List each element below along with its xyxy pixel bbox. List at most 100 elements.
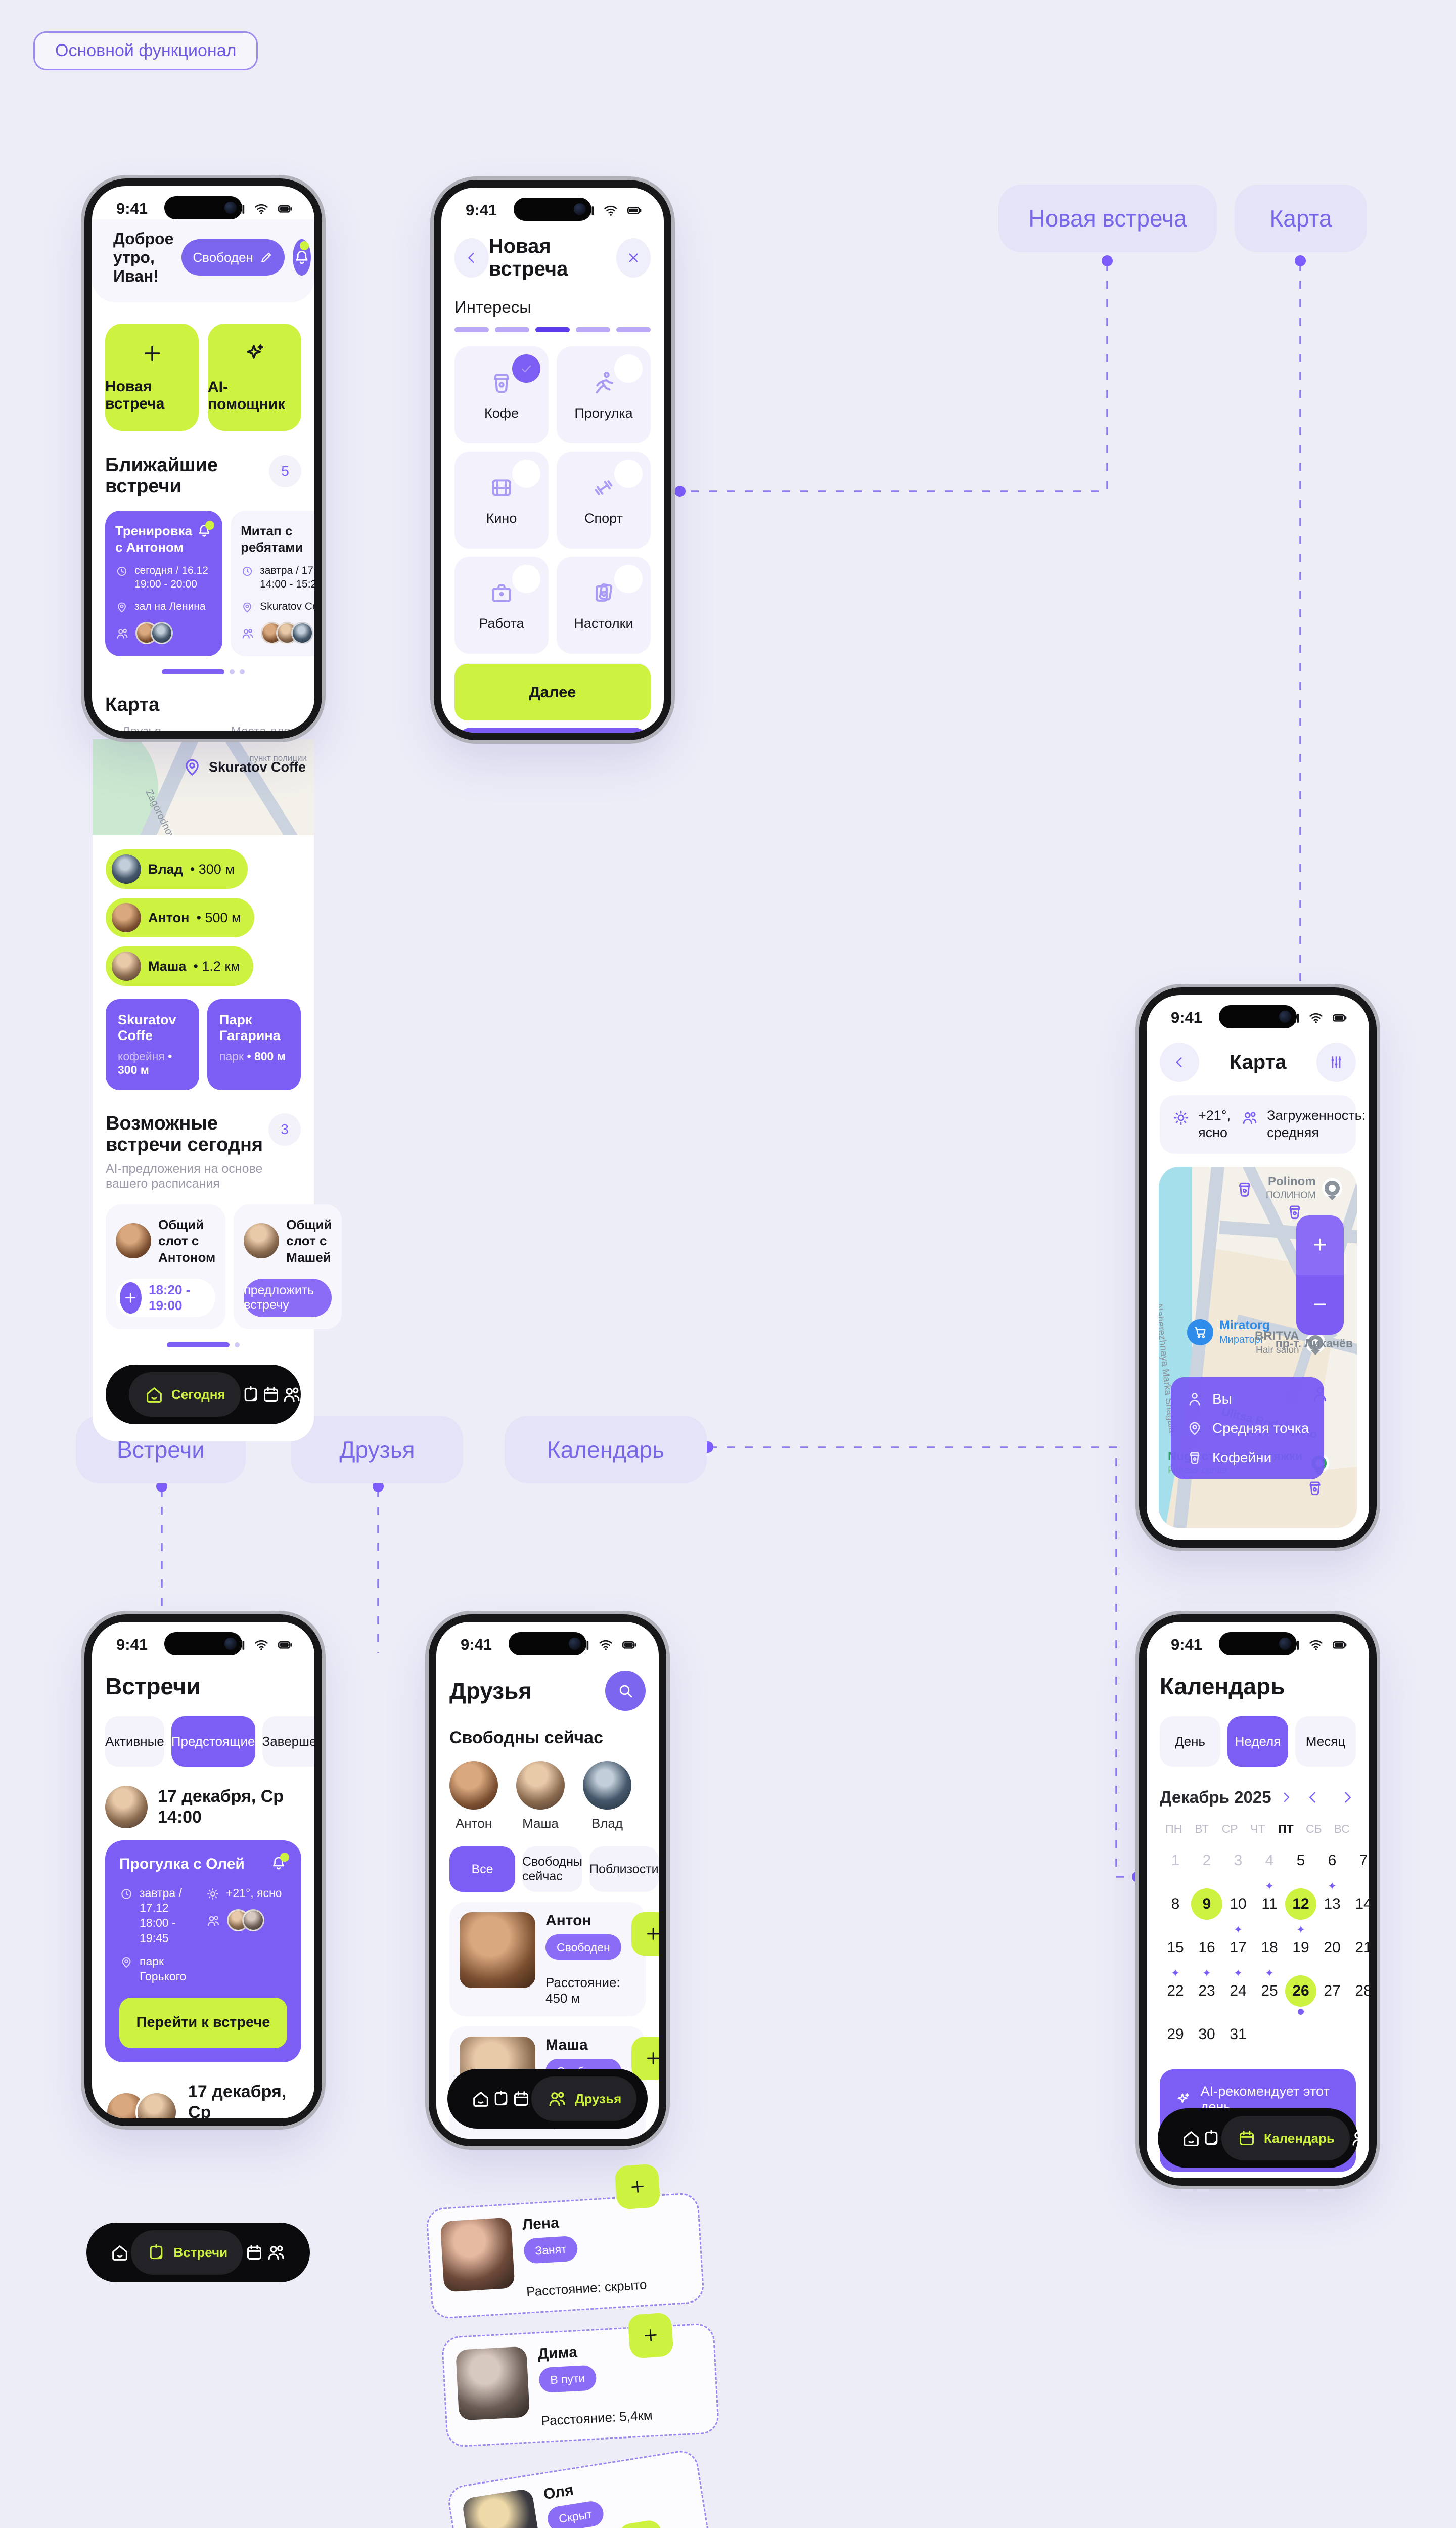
calendar-day[interactable]: ✦ 5 — [1296, 1852, 1305, 1869]
tab-upcoming[interactable]: Предстоящие — [171, 1716, 255, 1767]
prev-month-button[interactable] — [1304, 1789, 1322, 1806]
search-button[interactable] — [605, 1671, 646, 1711]
online-friend[interactable]: Влад — [583, 1761, 631, 1831]
calendar-day[interactable]: ✦ 12 — [1285, 1882, 1316, 1926]
tab-day[interactable]: День — [1160, 1716, 1220, 1767]
calendar-day[interactable]: ✦ 18 — [1261, 1939, 1278, 1956]
zoom-out-button[interactable]: − — [1296, 1275, 1344, 1335]
tab-active[interactable]: Активные — [105, 1716, 164, 1767]
suggestion-card[interactable]: Общий слот с Антоном 18:20 - 19:00 — [106, 1204, 226, 1330]
chip-friends[interactable]: Друзья — [291, 1416, 463, 1483]
coffee-marker-icon[interactable] — [1305, 1478, 1325, 1498]
new-meeting-card[interactable]: Новая встреча — [105, 324, 199, 431]
chip-map[interactable]: Карта — [1235, 185, 1367, 252]
interest-coffee[interactable]: Кофе — [454, 346, 549, 443]
home-map-cont[interactable]: Zagorodnoye Shosse пункт полиции Skurato… — [93, 739, 314, 835]
add-friend-button[interactable] — [627, 2312, 674, 2359]
interest-walk[interactable]: Прогулка — [557, 346, 651, 443]
calendar-day[interactable]: ✦ 2 — [1202, 1852, 1211, 1869]
calendar-day[interactable]: ✦ 24 — [1230, 1967, 1247, 1999]
calendar-day[interactable]: ✦ 30 — [1198, 2026, 1215, 2043]
calendar-day[interactable]: ✦ 7 — [1359, 1852, 1368, 1869]
calendar-day[interactable]: ✦ 27 — [1324, 1982, 1341, 1999]
coffee-marker-icon[interactable] — [1235, 1179, 1255, 1199]
floating-friend-card[interactable]: ОляСкрытРасстояние: скрыто — [445, 2448, 713, 2528]
tab-week[interactable]: Неделя — [1227, 1716, 1288, 1767]
online-friend[interactable]: Маша — [516, 1761, 565, 1831]
tab-friends[interactable] — [281, 1384, 302, 1405]
calendar-day[interactable]: ✦ 15 — [1167, 1939, 1184, 1956]
tab-today[interactable] — [110, 2242, 130, 2263]
add-friend-button[interactable] — [631, 1912, 659, 1956]
go-to-meeting-button[interactable]: Перейти к встрече — [119, 1997, 287, 2048]
tab-meetings[interactable] — [1201, 2128, 1221, 2148]
tab-today[interactable] — [1181, 2128, 1201, 2148]
interest-cinema[interactable]: Кино — [454, 452, 549, 549]
calendar-day[interactable]: ✦ 11 — [1261, 1880, 1278, 1912]
carousel-dots[interactable] — [105, 669, 301, 674]
calendar-day[interactable]: ✦ 1 — [1171, 1852, 1180, 1869]
tab-meetings[interactable] — [491, 2089, 511, 2109]
calendar-day[interactable]: ✦ 22 — [1167, 1967, 1184, 1999]
zoom-in-button[interactable]: + — [1296, 1215, 1344, 1275]
tab-meetings[interactable]: Встречи — [131, 2230, 243, 2275]
calendar-day[interactable]: ✦ 3 — [1234, 1852, 1243, 1869]
add-friend-button[interactable] — [614, 2163, 661, 2210]
notifications-button[interactable] — [292, 239, 311, 276]
calendar-day[interactable]: ✦ 17 — [1230, 1924, 1247, 1956]
chevron-right-icon[interactable] — [1279, 1790, 1294, 1805]
interest-work[interactable]: Работа — [454, 557, 549, 654]
tab-calendar[interactable] — [511, 2089, 531, 2109]
calendar-day[interactable]: ✦ 19 — [1292, 1924, 1309, 1956]
interest-sport[interactable]: Спорт — [557, 452, 651, 549]
filters-button[interactable] — [1316, 1043, 1356, 1082]
friend-distance-chip[interactable]: Влад• 300 м — [106, 849, 248, 889]
friend-distance-chip[interactable]: Антон• 500 м — [106, 898, 254, 937]
map-zoom-control[interactable]: +− — [1296, 1215, 1344, 1335]
filter-all[interactable]: Все — [449, 1846, 515, 1892]
calendar-day[interactable]: ✦ 14 — [1355, 1895, 1369, 1912]
next-month-button[interactable] — [1339, 1789, 1356, 1806]
back-button[interactable] — [454, 238, 489, 278]
filter-free-now[interactable]: Свободны сейчас — [522, 1846, 582, 1892]
calendar-day[interactable]: ✦ 23 — [1198, 1967, 1215, 1999]
tab-friends[interactable] — [265, 2242, 287, 2263]
back-button[interactable] — [1160, 1043, 1199, 1082]
carousel-dots[interactable] — [106, 1342, 301, 1348]
calendar-day[interactable]: ✦ 10 — [1230, 1895, 1247, 1912]
calendar-day[interactable]: ✦ 21 — [1355, 1939, 1369, 1956]
calendar-day[interactable]: ✦ 28 — [1355, 1982, 1369, 1999]
tab-today[interactable] — [471, 2089, 491, 2109]
calendar-day[interactable]: ✦ 26 — [1285, 1969, 1316, 2015]
friend-distance-chip[interactable]: Маша• 1.2 км — [106, 946, 253, 986]
calendar-day[interactable]: ✦ 4 — [1265, 1852, 1274, 1869]
tab-calendar[interactable] — [244, 2242, 264, 2263]
add-friend-button[interactable] — [631, 2037, 659, 2080]
tab-calendar[interactable] — [261, 1384, 281, 1405]
calendar-day[interactable]: ✦ 31 — [1230, 2026, 1247, 2043]
slot-pill[interactable]: 18:20 - 19:00 — [116, 1279, 216, 1318]
chip-new-meeting[interactable]: Новая встреча — [998, 185, 1217, 252]
calendar-day[interactable]: ✦ 13 — [1324, 1880, 1341, 1912]
online-friend[interactable]: Антон — [449, 1761, 498, 1831]
interest-boardgames[interactable]: Настолки — [557, 557, 651, 654]
next-button[interactable]: Далее — [454, 664, 651, 720]
calendar-day[interactable]: ✦ 6 — [1328, 1852, 1337, 1869]
suggestion-card[interactable]: Общий слот с Машей предложить встречу — [234, 1204, 342, 1330]
calendar-day[interactable]: ✦ 9 — [1191, 1882, 1222, 1926]
tab-today[interactable]: Сегодня — [129, 1372, 241, 1417]
filter-nearby[interactable]: Поблизости — [589, 1846, 659, 1892]
close-button[interactable] — [616, 238, 651, 278]
meeting-card[interactable]: Митап с ребятами завтра / 17.1214:00 - 1… — [231, 510, 314, 656]
tab-meetings[interactable] — [241, 1384, 261, 1405]
calendar-day[interactable]: ✦ 29 — [1167, 2026, 1184, 2043]
